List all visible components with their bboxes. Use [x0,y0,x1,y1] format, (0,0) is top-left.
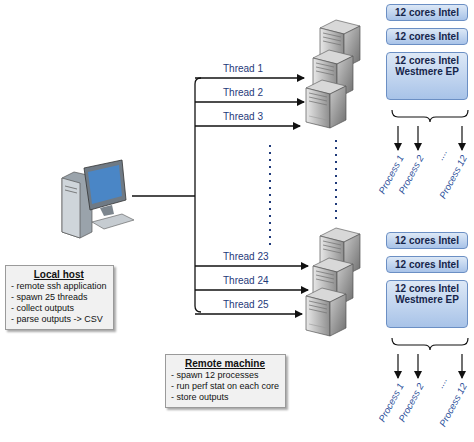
thread-label: Thread 24 [222,275,270,287]
process-label: .... [434,147,450,162]
cpu-box: 12 cores Intel [386,28,468,45]
info-box: Remote machine- spawn 12 processes- run … [165,354,286,408]
computer-icon [62,160,134,238]
thread-label: Thread 23 [222,251,270,263]
box-text: 12 cores Intel [390,235,464,246]
cpu-box: 12 cores Intel Westmere EP [386,52,468,100]
box-text: 12 cores Intel [390,259,464,270]
box-text: 12 cores Intel Westmere EP [390,55,464,77]
cpu-box: 12 cores Intel Westmere EP [386,280,468,328]
box-text: - parse outputs -> CSV [11,314,107,325]
cpu-box: 12 cores Intel [386,4,468,21]
info-box: Local host- remote ssh application- spaw… [5,265,114,330]
cpu-box: 12 cores Intel [386,256,468,273]
box-text: 12 cores Intel [390,31,464,42]
box-text: 12 cores Intel [390,7,464,18]
thread-label: Thread 25 [222,299,270,311]
box-heading: Remote machine [171,358,279,369]
thread-label: Thread 1 [222,63,264,75]
box-text: 12 cores Intel Westmere EP [390,283,464,305]
thread-label: Thread 3 [222,111,264,123]
process-label: .... [434,375,450,390]
box-text: - spawn 12 processes [171,370,279,381]
box-text: - remote ssh application [11,281,107,292]
box-text: - spawn 25 threads [11,292,107,303]
box-text: - collect outputs [11,303,107,314]
cpu-box: 12 cores Intel [386,232,468,249]
box-text: - store outputs [171,392,279,403]
box-text: - run perf stat on each core [171,381,279,392]
box-heading: Local host [11,269,107,280]
thread-label: Thread 2 [222,87,264,99]
